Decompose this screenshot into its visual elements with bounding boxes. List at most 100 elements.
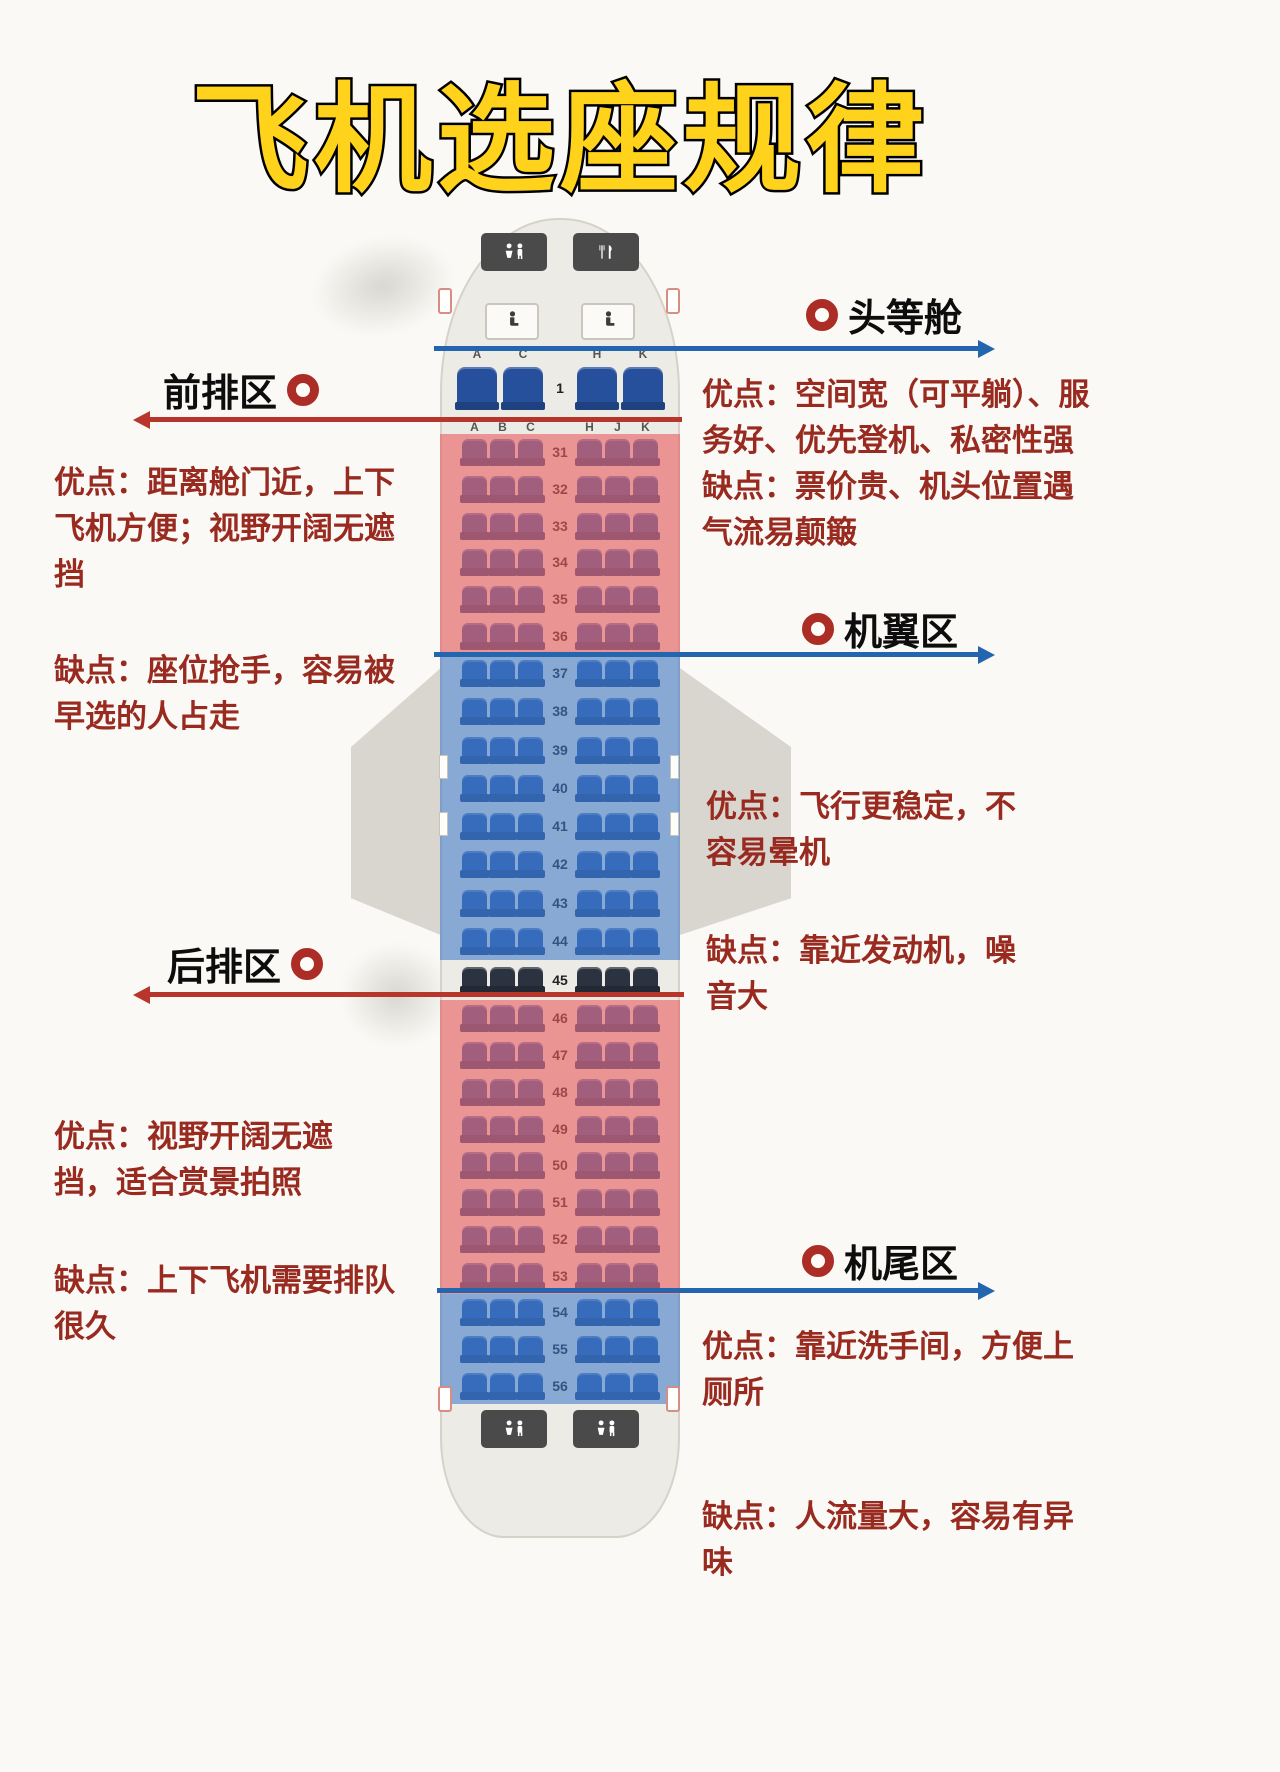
row-number: 35 xyxy=(552,590,568,607)
seat xyxy=(488,549,517,577)
seat-group xyxy=(575,1115,660,1143)
seat xyxy=(603,889,632,917)
seat xyxy=(516,1262,545,1290)
column-letter: J xyxy=(614,420,621,434)
seat-row: 35 xyxy=(440,585,680,613)
seat-group xyxy=(575,774,660,802)
seat xyxy=(603,736,632,764)
seat-group xyxy=(575,851,660,879)
seat xyxy=(488,736,517,764)
row-number: 33 xyxy=(552,517,568,534)
seat xyxy=(631,774,660,802)
seat-row: 49 xyxy=(440,1115,680,1143)
first-class-arrow xyxy=(434,339,995,358)
seat xyxy=(460,1299,489,1327)
seat-row: 44 xyxy=(440,927,680,955)
seat-group xyxy=(460,475,545,503)
row-number: 32 xyxy=(552,480,568,497)
front-pros: 优点：距离舱门近，上下飞机方便；视野开阔无遮挡 xyxy=(54,465,395,592)
seat xyxy=(575,1262,604,1290)
seat-group xyxy=(460,927,545,955)
seat-group xyxy=(575,439,660,467)
seat-row: 54 xyxy=(440,1299,680,1327)
seat xyxy=(460,622,489,650)
seat xyxy=(460,439,489,467)
seat xyxy=(460,512,489,540)
seat-group xyxy=(460,1078,545,1106)
seat-group xyxy=(575,967,660,994)
seat xyxy=(603,927,632,955)
seat-group xyxy=(575,1372,660,1400)
seat xyxy=(631,1152,660,1180)
seat-group xyxy=(460,1225,545,1253)
first-class-notes: 优点：空间宽（可平躺）、服务好、优先登机、私密性强 缺点：票价贵、机头位置遇气流… xyxy=(702,372,1098,556)
seat-group xyxy=(575,1299,660,1327)
column-letter: K xyxy=(638,347,648,361)
seat xyxy=(631,549,660,577)
seat-row: 56 xyxy=(440,1372,680,1400)
row-number: 31 xyxy=(552,444,568,461)
seat xyxy=(575,660,604,688)
seat xyxy=(631,736,660,764)
seat xyxy=(460,1225,489,1253)
seat-row: 37 xyxy=(440,660,680,688)
seat xyxy=(488,967,517,994)
zone-label-text: 机尾区 xyxy=(844,1244,959,1286)
seat-row: 43 xyxy=(440,889,680,917)
seat xyxy=(603,1042,632,1070)
seat-group xyxy=(460,1152,545,1180)
seat xyxy=(575,475,604,503)
seat xyxy=(575,774,604,802)
seat xyxy=(575,439,604,467)
seat xyxy=(575,1299,604,1327)
seat xyxy=(460,1042,489,1070)
seat-group xyxy=(575,1005,660,1033)
seat xyxy=(460,549,489,577)
seat xyxy=(460,774,489,802)
seat xyxy=(631,813,660,841)
galley-icon xyxy=(598,243,614,261)
seat-row: 41 xyxy=(440,813,680,841)
seat-row: 48 xyxy=(440,1078,680,1106)
seat xyxy=(575,622,604,650)
row-45-section: 45 xyxy=(440,960,680,1000)
seat xyxy=(516,1372,545,1400)
column-letter: H xyxy=(592,347,602,361)
seat xyxy=(603,967,632,994)
seat xyxy=(631,1005,660,1033)
seat xyxy=(516,1225,545,1253)
seat xyxy=(516,813,545,841)
seat-group xyxy=(575,622,660,650)
seat xyxy=(575,1372,604,1400)
seat xyxy=(603,512,632,540)
seat xyxy=(631,851,660,879)
lavatory-box xyxy=(573,1410,639,1448)
seat-group xyxy=(460,1042,545,1070)
seat xyxy=(575,1042,604,1070)
seat xyxy=(516,1152,545,1180)
tail-zone-arrow xyxy=(437,1281,995,1300)
page-title: 飞机选座规律 xyxy=(188,73,929,210)
rear-zone-arrow xyxy=(133,985,684,1004)
seat xyxy=(631,585,660,613)
seat xyxy=(621,367,665,410)
seat-group xyxy=(460,813,545,841)
seat xyxy=(575,1005,604,1033)
seat-group xyxy=(460,660,545,688)
seat-group xyxy=(460,774,545,802)
seat-row: 32 xyxy=(440,475,680,503)
row-number: 39 xyxy=(552,741,568,758)
seat xyxy=(460,851,489,879)
crew-stations xyxy=(440,303,680,340)
seat-group xyxy=(575,736,660,764)
seat xyxy=(516,698,545,726)
seat xyxy=(631,1042,660,1070)
arrow-head-icon xyxy=(978,1281,995,1300)
seat xyxy=(516,967,545,994)
